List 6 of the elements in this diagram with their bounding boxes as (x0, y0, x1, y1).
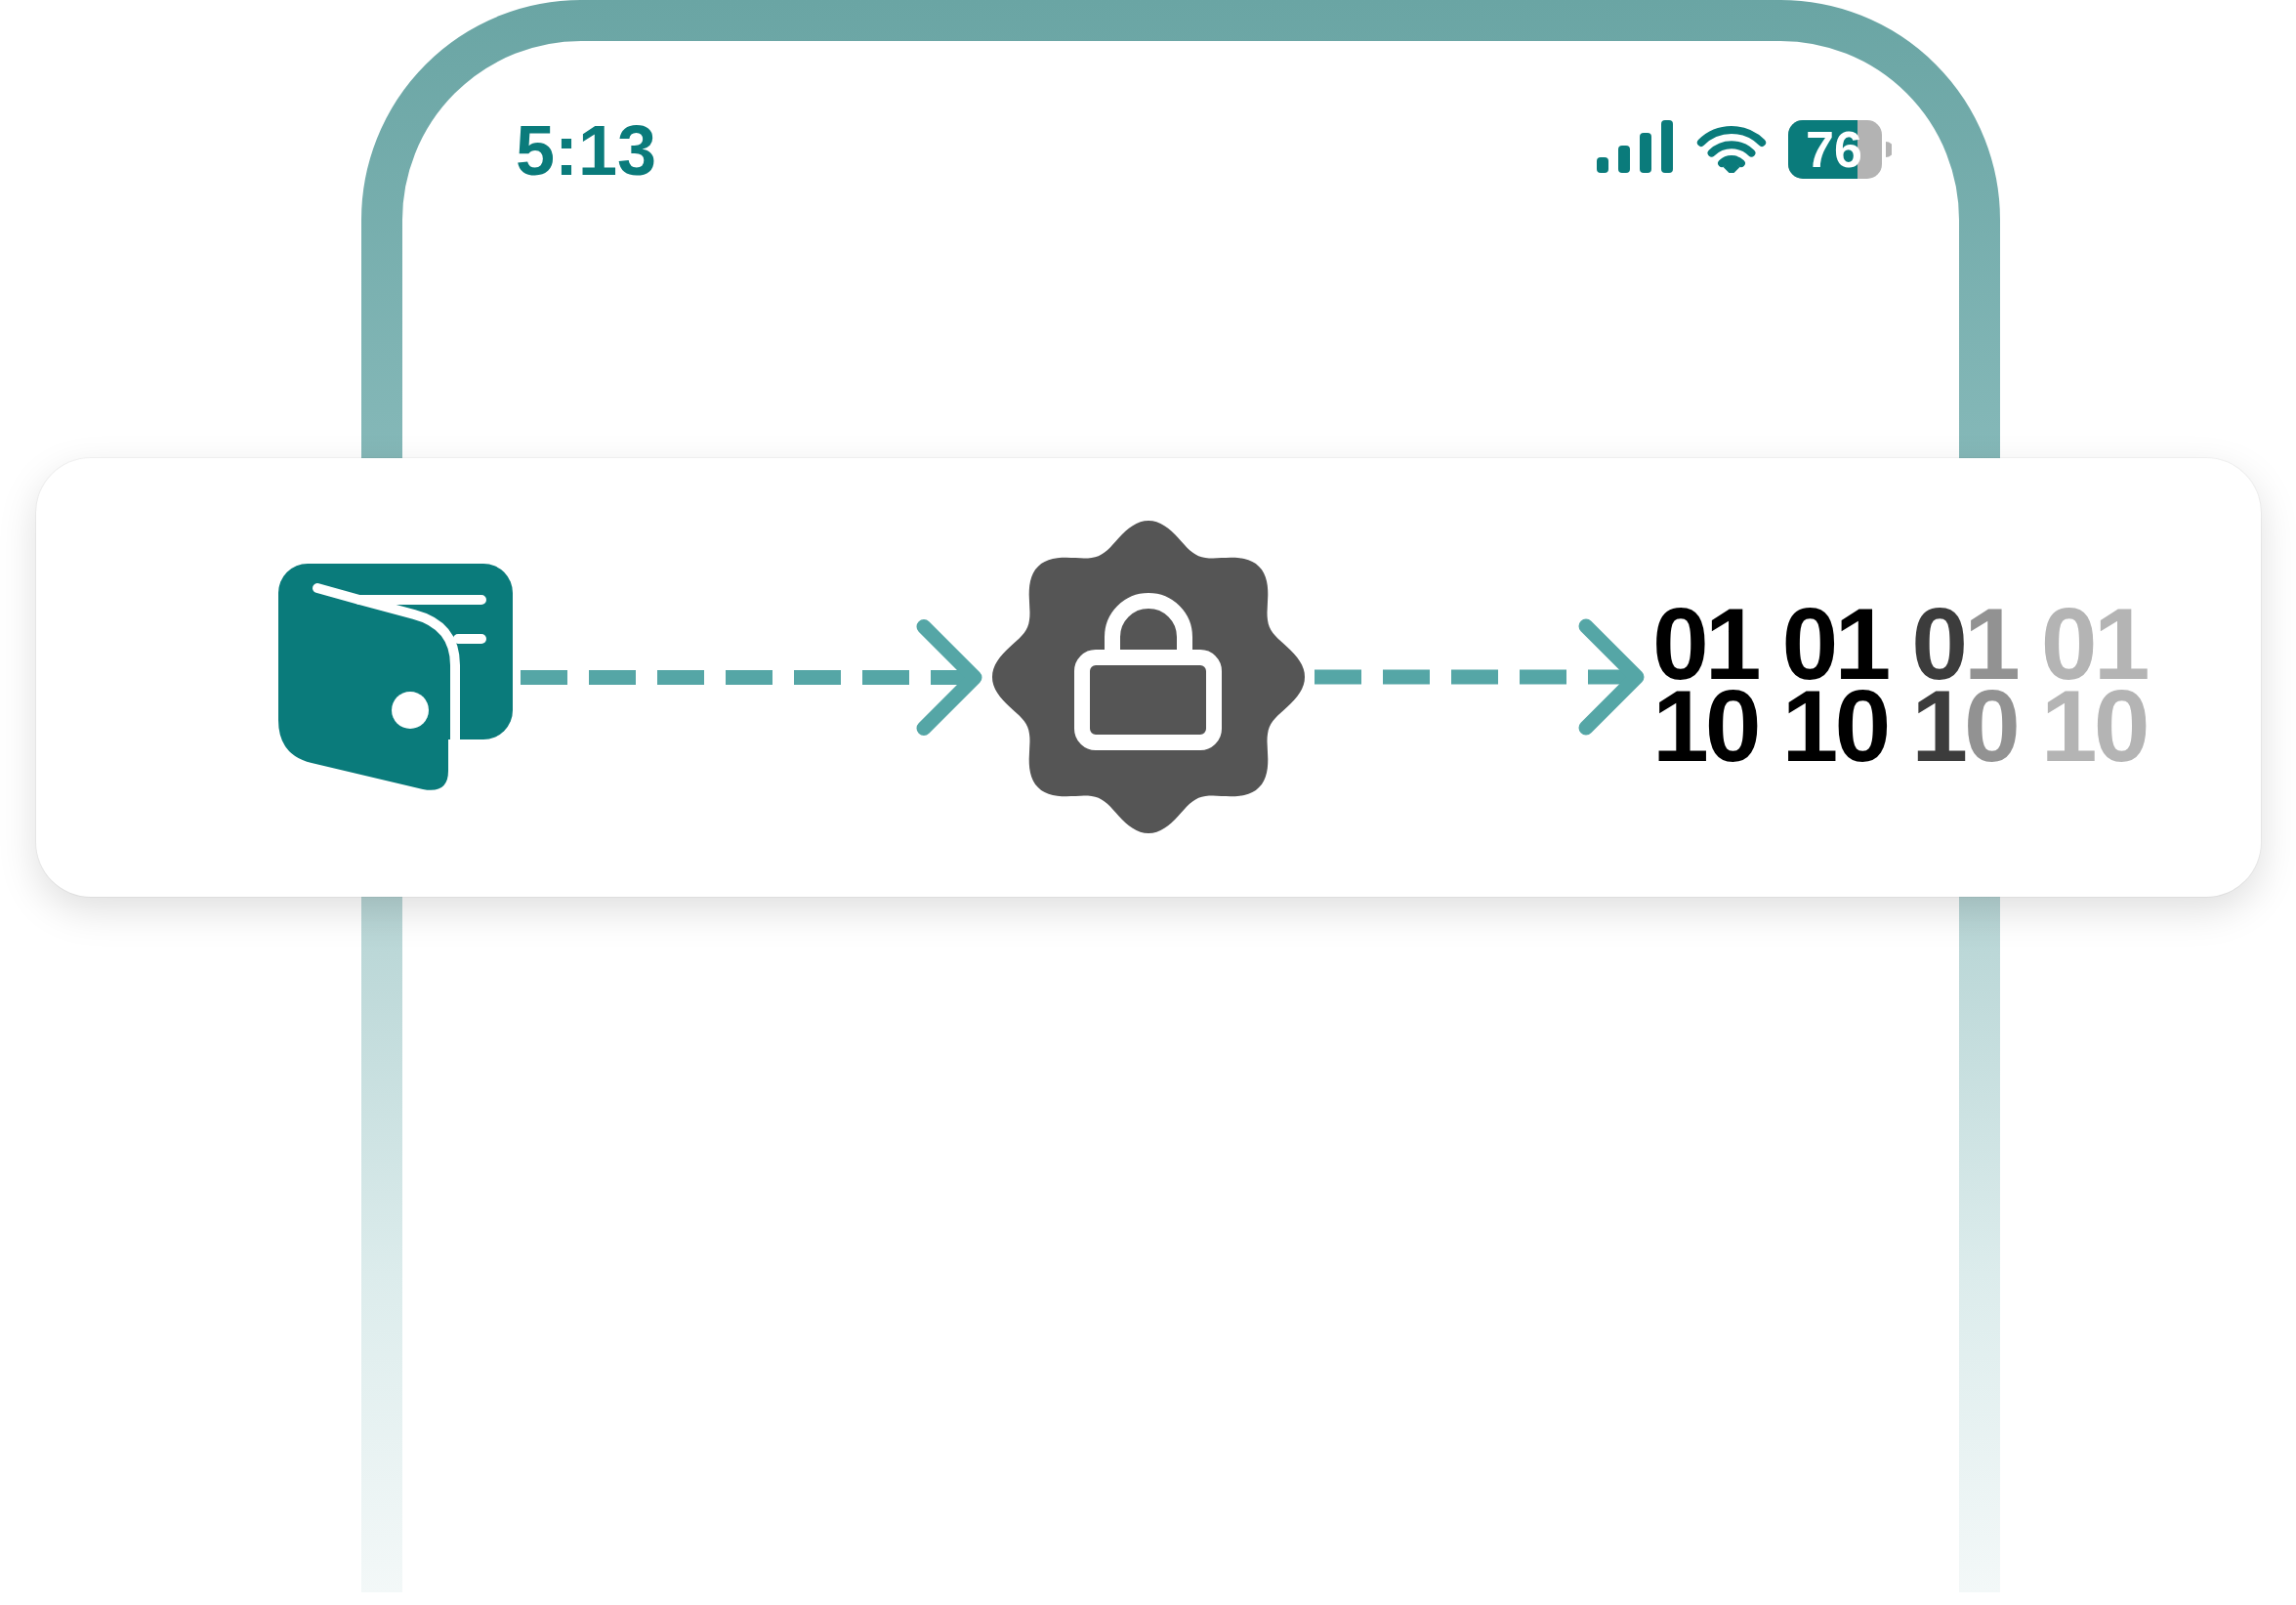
dashed-arrow (1315, 618, 1645, 736)
dashed-arrow (521, 619, 982, 736)
wallet-icon (278, 564, 513, 791)
status-bar-time: 5:13 (516, 115, 657, 186)
lock-badge-icon (990, 519, 1307, 835)
binary-digits: 01 01 01 01 10 10 10 10 (1652, 603, 2150, 767)
